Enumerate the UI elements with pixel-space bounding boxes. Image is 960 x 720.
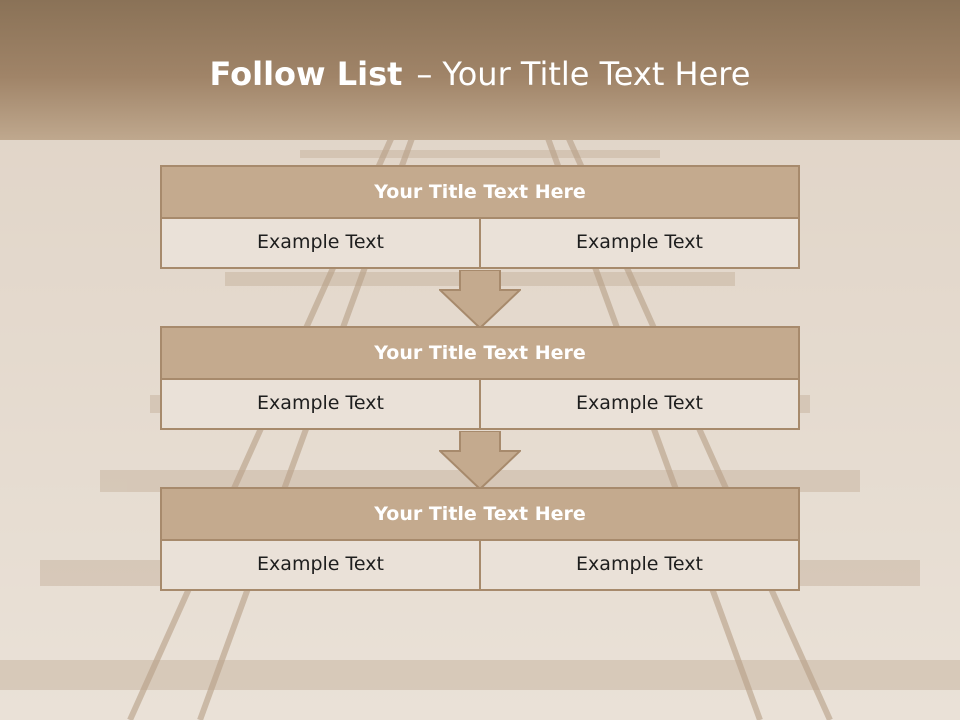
- title-band: [0, 0, 960, 140]
- block-header: Your Title Text Here: [160, 326, 800, 380]
- block-cell-left: Example Text: [257, 553, 384, 575]
- block-cell-right: Example Text: [479, 219, 798, 267]
- block-header: Your Title Text Here: [160, 487, 800, 541]
- title-dash: –: [416, 55, 433, 93]
- down-arrow-icon: [439, 270, 521, 330]
- block-row: Example Text Example Text: [160, 541, 800, 591]
- block-cell-right: Example Text: [479, 380, 798, 428]
- block-row: Example Text Example Text: [160, 380, 800, 430]
- list-block-3: Your Title Text Here Example Text Exampl…: [160, 487, 800, 591]
- block-row: Example Text Example Text: [160, 219, 800, 269]
- title-bold: Follow List: [209, 55, 403, 93]
- slide-title: Follow List–Your Title Text Here: [0, 52, 960, 96]
- block-cell-left: Example Text: [257, 392, 384, 414]
- block-cell-right: Example Text: [479, 541, 798, 589]
- title-rest: Your Title Text Here: [442, 55, 751, 93]
- down-arrow-icon: [439, 431, 521, 491]
- block-cell-left: Example Text: [257, 231, 384, 253]
- block-header: Your Title Text Here: [160, 165, 800, 219]
- list-block-1: Your Title Text Here Example Text Exampl…: [160, 165, 800, 269]
- list-block-2: Your Title Text Here Example Text Exampl…: [160, 326, 800, 430]
